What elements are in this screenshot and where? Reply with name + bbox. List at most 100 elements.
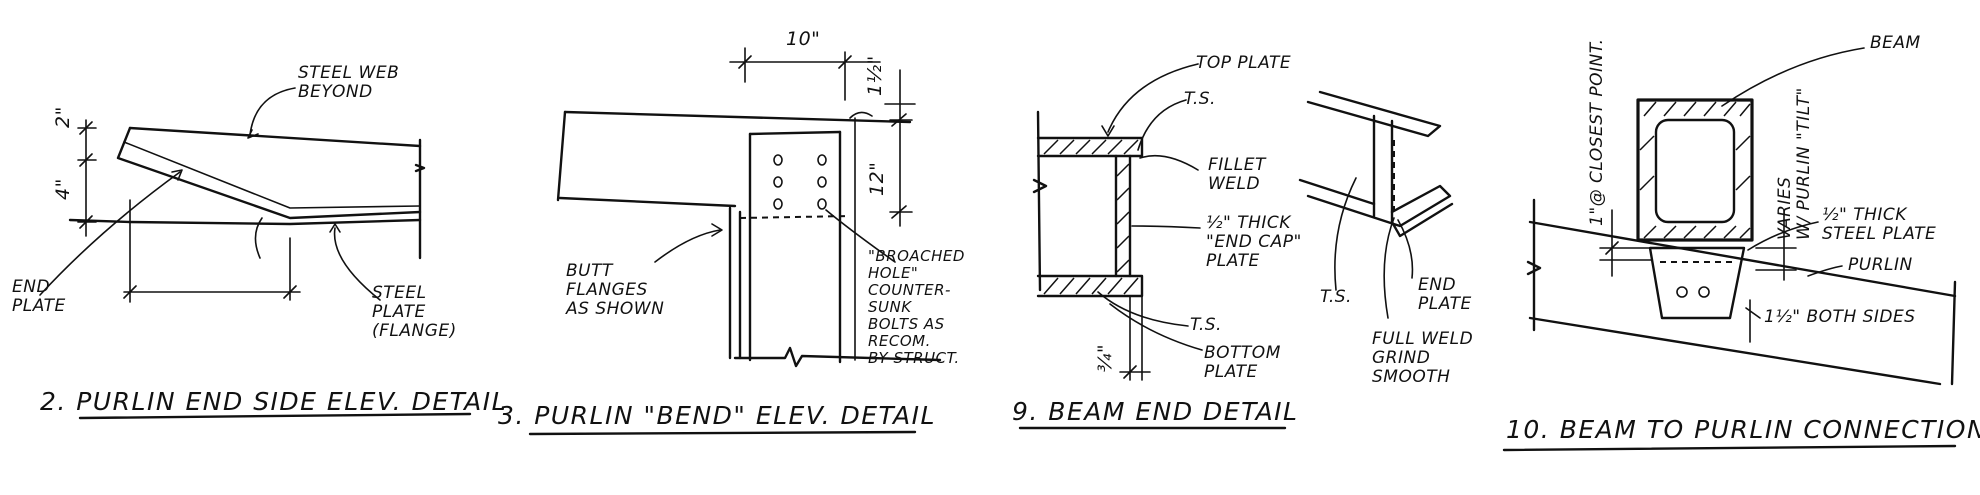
bolt-hole bbox=[1698, 286, 1710, 298]
detail-3-title-underline bbox=[528, 430, 917, 436]
break-line bbox=[414, 138, 426, 260]
leader-full-weld bbox=[1383, 217, 1395, 319]
isometric-beam bbox=[1298, 90, 1454, 319]
connection-plate bbox=[1648, 246, 1746, 320]
iso-web bbox=[1372, 114, 1394, 224]
label-closest-point: 1"@ CLOSEST POINT. bbox=[1587, 38, 1607, 226]
purlin-left-end bbox=[556, 110, 567, 202]
leader-beam bbox=[1721, 47, 1865, 107]
leader-end-plate-iso bbox=[1397, 219, 1414, 279]
plate-hatching bbox=[1043, 139, 1139, 295]
bolt-hole bbox=[817, 198, 827, 210]
iso-bottom-edge bbox=[1390, 202, 1454, 238]
bottom-plate bbox=[1036, 274, 1144, 298]
label-ts-bottom: T.S. bbox=[1190, 315, 1222, 335]
bolt-hole bbox=[773, 198, 783, 210]
dimension-upper: 2" bbox=[52, 106, 74, 128]
end-cap-plate bbox=[1114, 154, 1132, 278]
leader-web-arrow bbox=[247, 129, 259, 139]
label-steel-plate-flange: STEEL PLATE (FLANGE) bbox=[372, 283, 457, 341]
beam-hatching bbox=[1639, 101, 1751, 239]
width-dimension bbox=[729, 47, 881, 101]
dimension-lower: 4" bbox=[52, 178, 74, 200]
bolt-hole bbox=[773, 176, 783, 188]
label-bottom-plate: BOTTOM PLATE bbox=[1204, 343, 1281, 382]
beam-outer bbox=[1636, 98, 1754, 242]
leader-fillet bbox=[1139, 154, 1199, 171]
dimension-chain bbox=[77, 119, 97, 237]
detail-3-title: 3. PURLIN "BEND" ELEV. DETAIL bbox=[498, 401, 936, 430]
purlin-top-edge bbox=[128, 126, 422, 148]
leader-purlin bbox=[1807, 265, 1843, 277]
dimension-ticks bbox=[79, 121, 93, 229]
bolt-holes bbox=[773, 154, 827, 210]
label-broached-hole: "BROACHED HOLE" COUNTER- SUNK BOLTS AS R… bbox=[868, 247, 965, 367]
side-dimension bbox=[1745, 299, 1761, 343]
label-end-plate-iso: END PLATE bbox=[1418, 275, 1472, 314]
detail-3-drawing bbox=[528, 47, 942, 436]
leader-top-plate bbox=[1107, 63, 1199, 133]
vertical-flange bbox=[728, 206, 742, 360]
leader-flange-arrow bbox=[329, 223, 341, 233]
bend-plate-top bbox=[748, 130, 842, 136]
purlin-top-line bbox=[1528, 220, 1957, 298]
bolt-hole bbox=[1676, 286, 1688, 298]
label-butt-flanges: BUTT FLANGES AS SHOWN bbox=[566, 261, 665, 319]
beam-inner-tube bbox=[1654, 118, 1736, 224]
height-dimension bbox=[889, 69, 913, 227]
closest-point-dimension bbox=[1599, 209, 1653, 277]
label-purlin: PURLIN bbox=[1848, 255, 1913, 275]
horizontal-dimension bbox=[123, 199, 301, 303]
leader-web bbox=[249, 87, 296, 136]
detail-10-drawing bbox=[1502, 47, 1957, 452]
leader-ts-iso bbox=[1334, 177, 1357, 291]
dimension-height: 12" bbox=[866, 161, 888, 196]
plate-thickness-dimension bbox=[1119, 295, 1151, 381]
leader-ts-bottom bbox=[1097, 291, 1189, 327]
detail-9-title: 9. BEAM END DETAIL bbox=[1012, 397, 1299, 426]
label-ts-top: T.S. bbox=[1184, 89, 1216, 109]
leader-bottom-plate bbox=[1109, 303, 1203, 351]
dimension-three-quarter: ¾" bbox=[1094, 343, 1116, 372]
flange-thickness-line bbox=[123, 141, 421, 209]
detail-9-drawing bbox=[1018, 63, 1454, 430]
iso-bottom-left bbox=[1298, 178, 1376, 206]
leader-flange-2 bbox=[254, 217, 263, 259]
top-plate bbox=[1036, 136, 1144, 158]
label-steel-web-beyond: STEEL WEB BEYOND bbox=[298, 63, 400, 102]
leader-top bbox=[849, 111, 873, 119]
label-end-cap-plate: ½" THICK "END CAP" PLATE bbox=[1206, 213, 1302, 271]
leader-butt bbox=[654, 229, 721, 263]
label-beam: BEAM bbox=[1870, 33, 1921, 53]
detail-2-drawing bbox=[39, 87, 472, 420]
label-end-plate: END PLATE bbox=[12, 277, 66, 316]
leader-flange bbox=[333, 227, 381, 301]
label-top-plate: TOP PLATE bbox=[1196, 53, 1292, 73]
leader-steel-plate bbox=[1747, 221, 1819, 251]
purlin-bottom-line bbox=[1528, 316, 1942, 386]
bolt-hole bbox=[817, 154, 827, 166]
varies-dimension bbox=[1755, 209, 1797, 281]
bottom-break-line bbox=[733, 346, 942, 368]
steel-plate-flange bbox=[116, 126, 422, 220]
break-line bbox=[1032, 110, 1048, 292]
purlin-top-edge bbox=[563, 110, 912, 124]
label-varies: VARIES W/ PURLIN "TILT" bbox=[1775, 87, 1814, 240]
label-ts-iso: T.S. bbox=[1320, 287, 1352, 307]
label-both-sides: 1½" BOTH SIDES bbox=[1764, 307, 1916, 327]
leader-butt-arrow bbox=[711, 223, 723, 237]
leader-end-cap bbox=[1131, 225, 1201, 229]
bolt-hole bbox=[773, 154, 783, 166]
leader-top-plate-arrow bbox=[1101, 125, 1115, 137]
label-full-weld: FULL WELD GRIND SMOOTH bbox=[1372, 329, 1474, 387]
detail-10-title-underline bbox=[1502, 444, 1957, 452]
detail-2-title: 2. PURLIN END SIDE ELEV. DETAIL bbox=[40, 387, 507, 416]
bend-plate-edges bbox=[748, 130, 842, 364]
leader-ts-top bbox=[1137, 99, 1187, 151]
purlin-bottom-line bbox=[68, 218, 422, 226]
detail-2-title-underline bbox=[78, 412, 472, 420]
bolt-hole bbox=[817, 176, 827, 188]
label-fillet-weld: FILLET WELD bbox=[1208, 155, 1266, 194]
